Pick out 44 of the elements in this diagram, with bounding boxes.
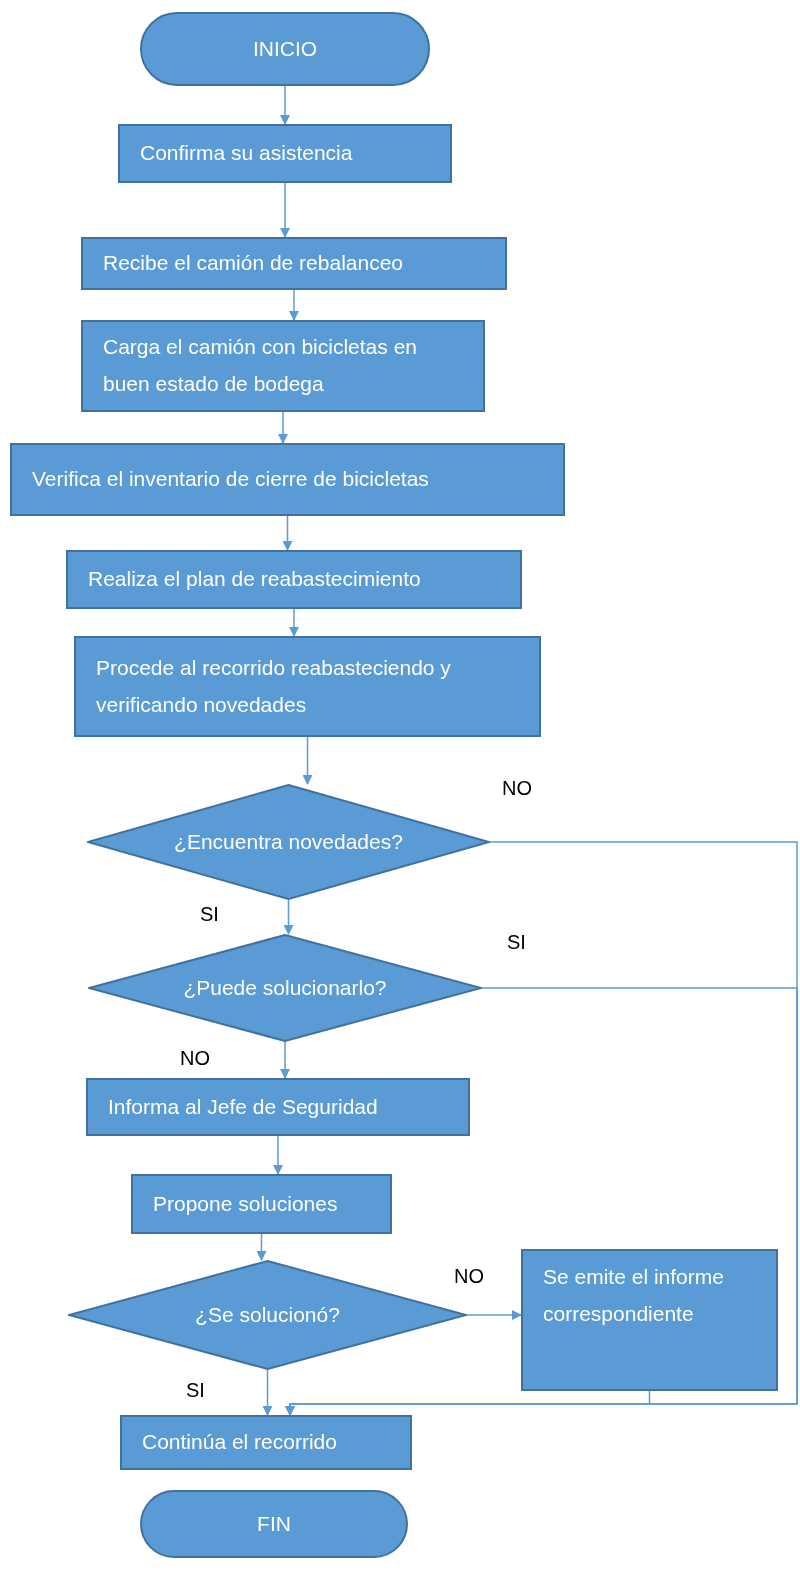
arrow (262, 1369, 273, 1416)
arrow (289, 608, 299, 637)
process-box (131, 1174, 392, 1234)
step-label: FIN (257, 1510, 291, 1537)
step-label: Procede al recorrido reabasteciendo y verificando novedades (96, 654, 452, 718)
process-box (81, 237, 507, 290)
process-box (81, 320, 485, 412)
step-label: ¿Se solucionó? (195, 1301, 340, 1328)
process-box (118, 124, 452, 183)
process-box (66, 550, 522, 609)
edge-label: NO (500, 778, 534, 798)
arrow (280, 85, 290, 125)
process-box (74, 636, 541, 737)
step-label: Recibe el camión de rebalanceo (103, 250, 405, 277)
edge-label: NO (452, 1266, 486, 1286)
decision-diamond (87, 784, 490, 900)
step-label: Carga el camión con bicicletas en buen estado de bodega (103, 334, 418, 397)
step-label: Verifica el inventario de cierre de bicicletas (32, 466, 430, 493)
arrow (283, 899, 294, 935)
step-label: ¿Encuentra novedades? (174, 828, 403, 855)
step-label: Confirma su asistencia (140, 140, 354, 167)
arrow (256, 1233, 267, 1261)
process-box (120, 1415, 412, 1470)
arrow (282, 515, 293, 551)
process-box (10, 443, 565, 516)
arrow (302, 736, 313, 785)
step-label: Realiza el plan de reabastecimiento (88, 566, 422, 593)
arrow (280, 182, 290, 238)
arrow (285, 1390, 651, 1416)
arrow (466, 1310, 522, 1320)
arrow (273, 1135, 283, 1175)
step-label: Se emite el informe correspondiente (543, 1264, 725, 1327)
arrow (278, 411, 288, 444)
step-label: INICIO (252, 35, 318, 62)
arrow (289, 289, 299, 321)
arrow (280, 1041, 290, 1079)
process-box (521, 1249, 778, 1391)
step-label: Informa al Jefe de Seguridad (108, 1093, 379, 1120)
process-box (86, 1078, 470, 1136)
decision-diamond (88, 934, 482, 1042)
step-label: ¿Puede solucionarlo? (183, 974, 387, 1001)
step-label: Propone soluciones (153, 1190, 339, 1217)
step-label: Continúa el recorrido (142, 1429, 338, 1456)
edge-label: NO (178, 1048, 212, 1068)
